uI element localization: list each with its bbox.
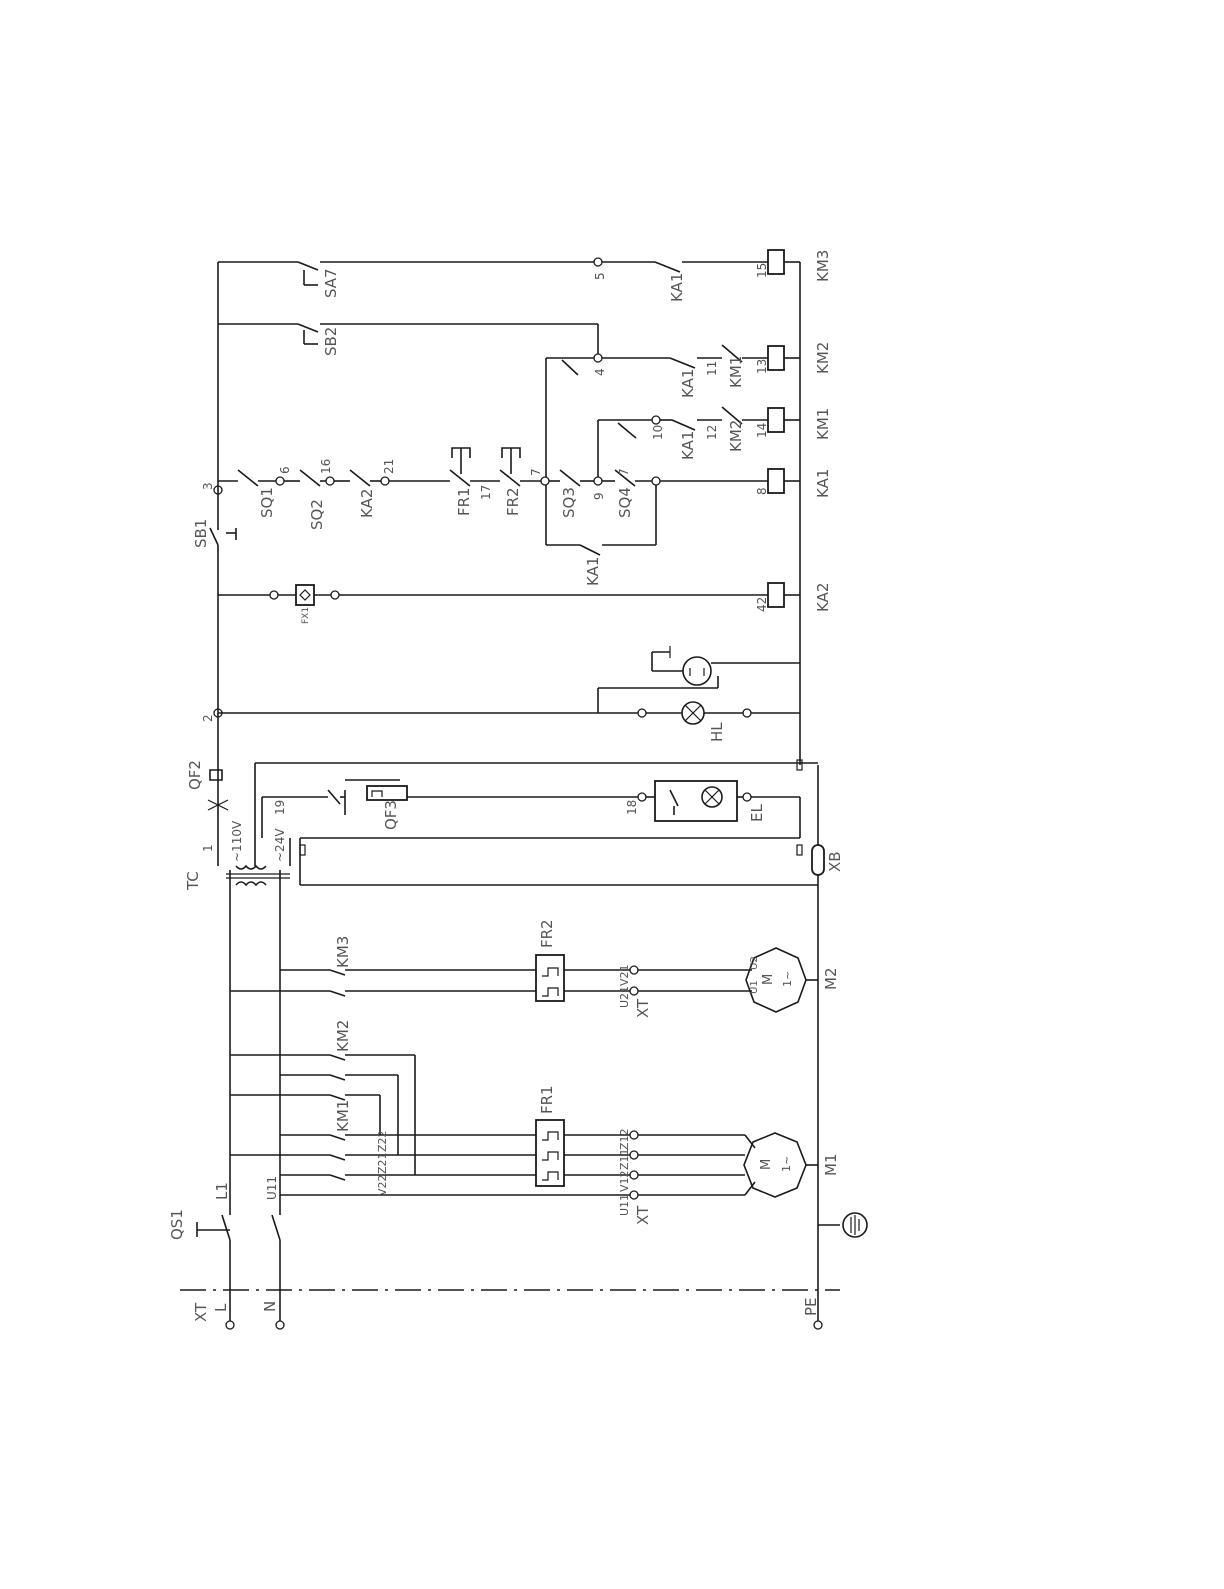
label-pe: PE — [802, 1297, 820, 1316]
rung-km2 — [546, 345, 800, 545]
label-z21: Z21 — [376, 1152, 389, 1174]
label-km2-contact: KM2 — [727, 420, 745, 452]
rung-sb2 — [218, 324, 602, 362]
rung-km3 — [218, 250, 800, 285]
label-m1: M1 — [822, 1154, 840, 1177]
label-ka1-bottom: KA1 — [584, 557, 602, 586]
label-coil-km2: KM2 — [814, 342, 832, 374]
label-ka1-a: KA1 — [668, 273, 686, 302]
rung-el — [262, 760, 802, 855]
label-sq2: SQ2 — [308, 499, 326, 530]
label-km1-main: KM1 — [334, 1100, 352, 1132]
label-qs1: QS1 — [168, 1209, 186, 1240]
label-xt-main: XT — [192, 1302, 210, 1322]
label-24v: ~24V — [273, 828, 287, 862]
rung-ka2 — [218, 583, 800, 607]
label-ka1-b: KA1 — [679, 369, 697, 398]
label-coil-km3: KM3 — [814, 250, 832, 282]
label-el: EL — [748, 804, 766, 822]
label-u11: U11 — [618, 1194, 631, 1216]
label-qf2: QF2 — [186, 760, 204, 790]
label-sb2: SB2 — [322, 327, 340, 356]
label-node-42: 42 — [755, 597, 769, 612]
label-fr1: FR1 — [455, 487, 473, 516]
label-node-17: 17 — [479, 485, 493, 500]
label-sq1: SQ1 — [258, 487, 276, 518]
label-v22: V22 — [376, 1174, 389, 1196]
label-node-1: 1 — [201, 844, 215, 852]
label-m1-letter: M — [759, 1159, 774, 1170]
label-node-8: 8 — [755, 487, 769, 495]
label-u11-bus: U11 — [265, 1176, 279, 1200]
label-m2-u1: U1 — [749, 980, 760, 994]
label-node-14: 14 — [755, 423, 769, 438]
label-node-11: 11 — [705, 361, 719, 376]
label-m1-phase: 1~ — [780, 1156, 793, 1172]
label-node-16: 16 — [319, 459, 333, 474]
label-l1: L1 — [213, 1182, 231, 1200]
label-node-4: 4 — [593, 368, 607, 376]
label-v12: V12 — [618, 1170, 631, 1192]
label-xb: XB — [826, 851, 844, 872]
label-fr1-heater: FR1 — [538, 1085, 556, 1114]
power-m2 — [230, 948, 818, 1012]
label-m2-phase: 1~ — [781, 971, 794, 987]
label-fx1: FX1 — [301, 607, 311, 624]
label-node-18: 18 — [625, 800, 639, 815]
label-ka1-c: KA1 — [679, 431, 697, 460]
label-node-12: 12 — [705, 425, 719, 440]
label-node-3: 3 — [201, 482, 215, 490]
label-node-2: 2 — [201, 714, 215, 722]
label-node-15: 15 — [755, 263, 769, 278]
breaker-qf2 — [208, 713, 228, 820]
label-xt-m2: XT — [634, 998, 652, 1018]
label-sq4: SQ4 — [616, 487, 634, 518]
label-km2-main: KM2 — [334, 1020, 352, 1052]
label-m2-u2: U2 — [749, 956, 760, 970]
label-line-l: L — [212, 1303, 230, 1312]
label-sa7: SA7 — [322, 268, 340, 298]
label-fr2-heater: FR2 — [538, 919, 556, 948]
label-node-6: 6 — [278, 466, 292, 474]
label-coil-ka2: KA2 — [814, 583, 832, 612]
label-110v: ~110V — [230, 820, 244, 862]
label-qf3: QF3 — [382, 800, 400, 830]
label-z22: Z22 — [376, 1130, 389, 1152]
rung-hl — [218, 702, 800, 724]
label-hl: HL — [708, 722, 726, 742]
label-fr2: FR2 — [504, 487, 522, 516]
label-sb1: SB1 — [192, 519, 210, 548]
label-xt-m1: XT — [634, 1205, 652, 1225]
label-z12: Z12 — [618, 1128, 631, 1150]
label-node-13: 13 — [755, 359, 769, 374]
label-u21: U21 — [618, 986, 631, 1008]
labels: XT L N PE QS1 L1 U11 TC 1 ~110V ~24V 19 … — [168, 250, 844, 1322]
label-coil-ka1: KA1 — [814, 469, 832, 498]
label-sq3: SQ3 — [560, 487, 578, 518]
label-tc: TC — [184, 871, 202, 891]
label-node-7b: 7 — [617, 468, 631, 476]
label-v21: V21 — [618, 964, 631, 986]
label-km1-contact: KM1 — [727, 356, 745, 388]
label-node-21: 21 — [382, 459, 396, 474]
label-coil-km1: KM1 — [814, 408, 832, 440]
label-node-19: 19 — [273, 800, 287, 815]
label-node-10: 10 — [651, 425, 665, 440]
label-m2: M2 — [822, 968, 840, 991]
label-neutral-n: N — [261, 1301, 279, 1312]
label-m2-letter: M — [761, 974, 776, 985]
label-node-7a: 7 — [529, 468, 543, 476]
power-m1 — [230, 1055, 867, 1237]
label-km3-main: KM3 — [334, 936, 352, 968]
label-node-9: 9 — [592, 492, 606, 500]
label-z11: Z11 — [618, 1148, 631, 1170]
label-ka2-contact: KA2 — [358, 489, 376, 518]
terminal-xb — [812, 845, 824, 875]
label-node-5: 5 — [593, 272, 607, 280]
